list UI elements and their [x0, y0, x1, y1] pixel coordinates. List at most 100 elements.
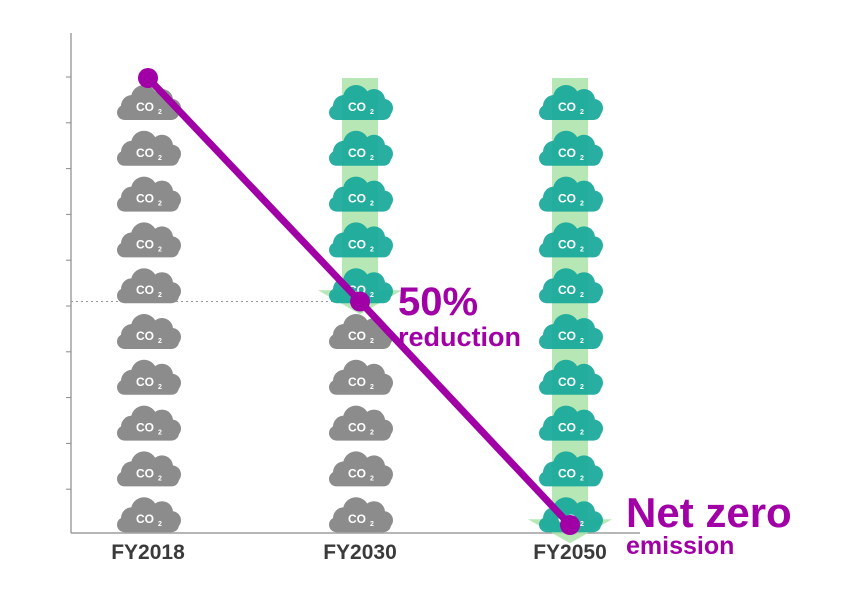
svg-text:2: 2	[158, 246, 162, 253]
co2-cloud-icon: CO 2	[539, 176, 603, 212]
svg-text:2: 2	[370, 384, 374, 391]
svg-text:CO: CO	[348, 146, 366, 160]
co2-cloud-icon: CO 2	[329, 222, 393, 258]
co2-cloud-icon: CO 2	[539, 130, 603, 166]
co2-cloud-icon: CO 2	[539, 85, 603, 120]
svg-text:2: 2	[370, 430, 374, 437]
svg-text:CO: CO	[348, 192, 366, 206]
svg-text:CO: CO	[558, 421, 576, 435]
svg-text:CO: CO	[136, 466, 154, 480]
svg-text:CO: CO	[136, 146, 154, 160]
svg-text:2: 2	[370, 521, 374, 528]
svg-text:CO: CO	[558, 283, 576, 297]
co2-cloud-icon: CO 2	[329, 130, 393, 166]
svg-text:2: 2	[580, 201, 584, 208]
annotation-net-zero-value: Net zero	[626, 489, 792, 536]
co2-cloud-icon: CO 2	[329, 497, 393, 533]
svg-text:2: 2	[158, 201, 162, 208]
svg-text:CO: CO	[348, 375, 366, 389]
svg-text:2: 2	[370, 338, 374, 345]
co2-cloud-icon: CO 2	[117, 222, 181, 258]
x-tick-label-fy2050: FY2050	[533, 541, 607, 564]
annotation-50-percent-label: reduction	[398, 322, 522, 352]
svg-text:2: 2	[158, 109, 162, 116]
svg-text:CO: CO	[136, 421, 154, 435]
svg-text:2: 2	[370, 201, 374, 208]
svg-text:2: 2	[370, 155, 374, 162]
co2-cloud-icon: CO 2	[539, 268, 603, 304]
svg-text:2: 2	[158, 475, 162, 482]
co2-cloud-icon: CO 2	[539, 222, 603, 258]
annotation-net-zero-label: emission	[626, 532, 735, 560]
svg-text:CO: CO	[348, 466, 366, 480]
co2-cloud-icon: CO 2	[539, 359, 603, 395]
svg-text:CO: CO	[136, 237, 154, 251]
svg-text:CO: CO	[558, 100, 576, 114]
svg-text:2: 2	[580, 292, 584, 299]
svg-text:2: 2	[580, 430, 584, 437]
trend-point-fy2030	[350, 291, 370, 312]
svg-text:CO: CO	[348, 237, 366, 251]
svg-text:CO: CO	[136, 329, 154, 343]
svg-text:2: 2	[158, 338, 162, 345]
co2-cloud-icon: CO 2	[117, 497, 181, 533]
svg-text:2: 2	[158, 521, 162, 528]
co2-cloud-icon: CO 2	[329, 405, 393, 441]
svg-text:CO: CO	[558, 466, 576, 480]
svg-text:CO: CO	[558, 375, 576, 389]
svg-text:2: 2	[580, 109, 584, 116]
svg-text:2: 2	[580, 246, 584, 253]
trend-line-layer	[138, 68, 580, 535]
x-tick-label-fy2030: FY2030	[323, 541, 397, 564]
svg-text:CO: CO	[558, 237, 576, 251]
co2-cloud-icon: CO 2	[117, 85, 181, 120]
svg-text:2: 2	[580, 384, 584, 391]
co2-cloud-icon: CO 2	[329, 451, 393, 487]
svg-text:2: 2	[580, 155, 584, 162]
svg-text:2: 2	[370, 475, 374, 482]
svg-text:2: 2	[158, 155, 162, 162]
svg-text:CO: CO	[558, 192, 576, 206]
svg-text:2: 2	[370, 246, 374, 253]
svg-text:CO: CO	[136, 192, 154, 206]
svg-text:CO: CO	[136, 100, 154, 114]
annotation-50-percent-value: 50%	[398, 280, 479, 324]
co2-cloud-icon: CO 2	[329, 314, 393, 349]
co2-cloud-icon: CO 2	[117, 130, 181, 166]
svg-text:CO: CO	[348, 421, 366, 435]
axes	[66, 33, 640, 534]
svg-text:CO: CO	[558, 329, 576, 343]
svg-text:2: 2	[370, 109, 374, 116]
svg-text:CO: CO	[348, 512, 366, 526]
co2-cloud-icon: CO 2	[117, 314, 181, 349]
co2-cloud-icon: CO 2	[539, 314, 603, 349]
svg-text:CO: CO	[348, 329, 366, 343]
annotation-net-zero: Net zero emission	[626, 492, 792, 559]
svg-text:2: 2	[370, 292, 374, 299]
svg-text:CO: CO	[558, 146, 576, 160]
svg-text:CO: CO	[136, 375, 154, 389]
svg-text:2: 2	[580, 338, 584, 345]
co2-cloud-icon: CO 2	[329, 176, 393, 212]
co2-cloud-icon: CO 2	[539, 405, 603, 441]
svg-text:2: 2	[158, 430, 162, 437]
reduction-arrow-fy2050	[528, 78, 612, 544]
svg-text:2: 2	[158, 292, 162, 299]
trend-point-fy2050	[560, 515, 580, 535]
x-tick-label-fy2018: FY2018	[111, 541, 185, 564]
svg-text:CO: CO	[136, 283, 154, 297]
co2-cloud-icon: CO 2	[117, 451, 181, 487]
co2-cloud-icon: CO 2	[117, 176, 181, 212]
co2-cloud-icon: CO 2	[329, 359, 393, 395]
co2-cloud-icon: CO 2	[329, 85, 393, 120]
annotation-50-percent: 50% reduction	[398, 282, 521, 351]
trend-point-fy2018	[138, 68, 158, 88]
svg-text:CO: CO	[348, 100, 366, 114]
svg-text:CO: CO	[136, 512, 154, 526]
svg-text:2: 2	[580, 521, 584, 528]
co2-cloud-icon: CO 2	[117, 405, 181, 441]
